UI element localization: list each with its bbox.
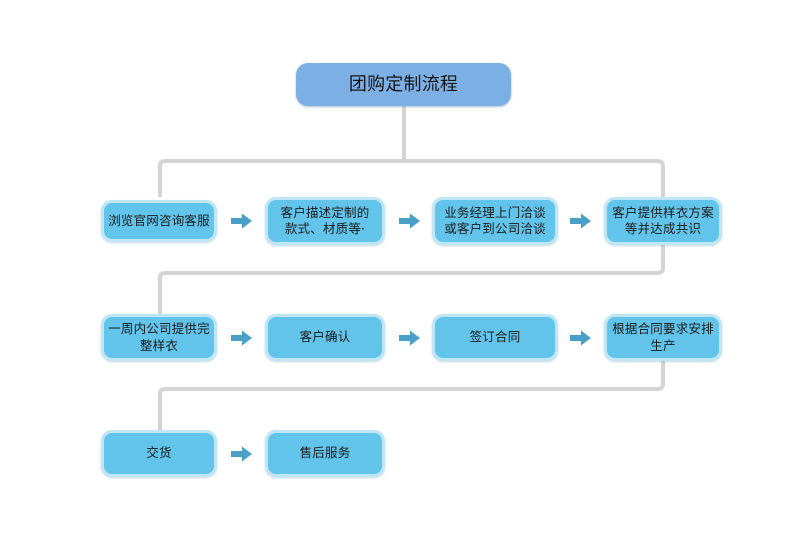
step-box-arrange-production[interactable]: 根据合同要求安排 生产 [604, 314, 722, 361]
arrow-right-icon [231, 330, 252, 346]
connector-row1-to-row2 [158, 245, 665, 314]
step-box-after-sales[interactable]: 售后服务 [265, 430, 385, 477]
connector-row2-to-row3 [158, 361, 665, 430]
step-label: 签订合同 [469, 329, 521, 345]
step-label: 客户提供样衣方案 等并达成共识 [612, 204, 714, 237]
step-box-browse-website[interactable]: 浏览官网咨询客服 [101, 200, 217, 242]
arrow-right-icon [570, 213, 591, 229]
arrow-right-icon [570, 330, 591, 346]
connector-row1-bracket [158, 159, 665, 197]
step-label: 业务经理上门洽谈 或客户到公司洽谈 [444, 204, 546, 237]
step-label: 客户描述定制的 款式、材质等· [280, 204, 370, 237]
flowchart-title-box: 团购定制流程 [296, 63, 511, 106]
arrow-right-icon [399, 213, 420, 229]
step-label: 根据合同要求安排 生产 [612, 321, 714, 353]
step-label: 浏览官网咨询客服 [108, 212, 210, 228]
step-box-delivery[interactable]: 交货 [101, 430, 217, 477]
step-label: 一周内公司提供完 整样衣 [108, 321, 210, 353]
step-box-sample-proposal[interactable]: 客户提供样衣方案 等并达成共识 [604, 197, 722, 245]
arrow-right-icon [231, 446, 252, 462]
step-box-sign-contract[interactable]: 签订合同 [432, 314, 558, 361]
step-box-describe-style[interactable]: 客户描述定制的 款式、材质等· [265, 197, 385, 245]
arrow-right-icon [399, 330, 420, 346]
step-box-manager-visit[interactable]: 业务经理上门洽谈 或客户到公司洽谈 [432, 197, 558, 245]
step-box-sample-within-week[interactable]: 一周内公司提供完 整样衣 [101, 314, 217, 361]
step-label: 交货 [146, 445, 172, 461]
step-label: 客户确认 [299, 329, 351, 345]
step-label: 售后服务 [299, 445, 351, 461]
flowchart-title-label: 团购定制流程 [348, 73, 459, 95]
step-box-customer-confirm[interactable]: 客户确认 [265, 314, 385, 361]
arrow-right-icon [231, 213, 252, 229]
